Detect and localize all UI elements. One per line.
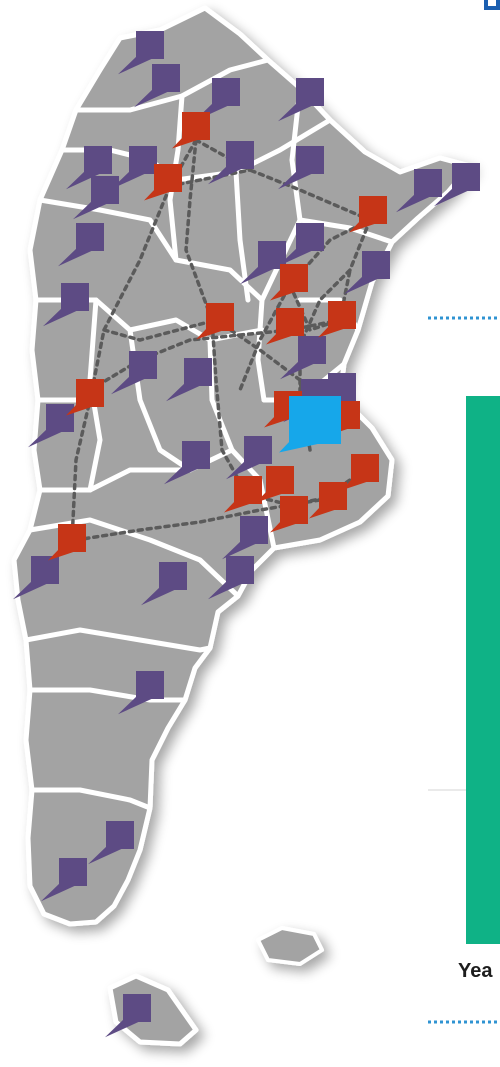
green-bar: [466, 396, 500, 944]
purple-marker: [105, 994, 151, 1038]
purple-marker: [164, 441, 210, 485]
red-marker: [172, 112, 210, 149]
purple-marker: [208, 556, 254, 600]
hub-markers: [279, 396, 341, 453]
red-marker: [196, 303, 234, 340]
purple-marker: [43, 283, 89, 327]
purple-marker: [41, 858, 87, 902]
purple-marker: [73, 176, 119, 220]
purple-markers: [13, 31, 480, 1038]
red-marker: [256, 466, 294, 503]
malvinas-islands: [256, 926, 324, 966]
red-markers: [48, 112, 387, 561]
purple-marker: [58, 223, 104, 267]
purple-marker: [111, 146, 157, 190]
purple-marker: [111, 351, 157, 395]
red-marker: [224, 476, 262, 513]
purple-marker: [166, 358, 212, 402]
purple-marker: [396, 169, 442, 213]
red-marker: [48, 524, 86, 561]
purple-marker: [278, 146, 324, 190]
red-marker: [349, 196, 387, 233]
purple-marker: [134, 64, 180, 108]
red-marker: [270, 264, 308, 301]
tierra-del-fuego: [107, 973, 199, 1047]
year-label: Yea: [458, 960, 493, 982]
red-marker: [266, 308, 304, 345]
purple-marker: [344, 251, 390, 295]
red-marker: [341, 454, 379, 491]
purple-marker: [118, 31, 164, 75]
purple-marker: [278, 223, 324, 267]
red-marker: [318, 301, 356, 338]
purple-marker: [66, 146, 112, 190]
purple-marker: [88, 821, 134, 865]
purple-marker: [434, 163, 480, 207]
purple-marker: [208, 141, 254, 185]
purple-marker: [28, 404, 74, 448]
red-marker: [270, 496, 308, 533]
purple-marker: [222, 516, 268, 560]
purple-marker: [226, 436, 272, 480]
hub-marker: [279, 396, 341, 453]
purple-marker: [278, 78, 324, 122]
purple-marker: [280, 336, 326, 380]
red-marker: [309, 482, 347, 519]
red-marker: [144, 164, 182, 201]
purple-marker: [13, 556, 59, 600]
purple-marker: [141, 562, 187, 606]
purple-marker: [118, 671, 164, 715]
corner-badge-mark: [488, 0, 496, 6]
purple-marker: [240, 241, 286, 285]
red-marker: [66, 379, 104, 416]
